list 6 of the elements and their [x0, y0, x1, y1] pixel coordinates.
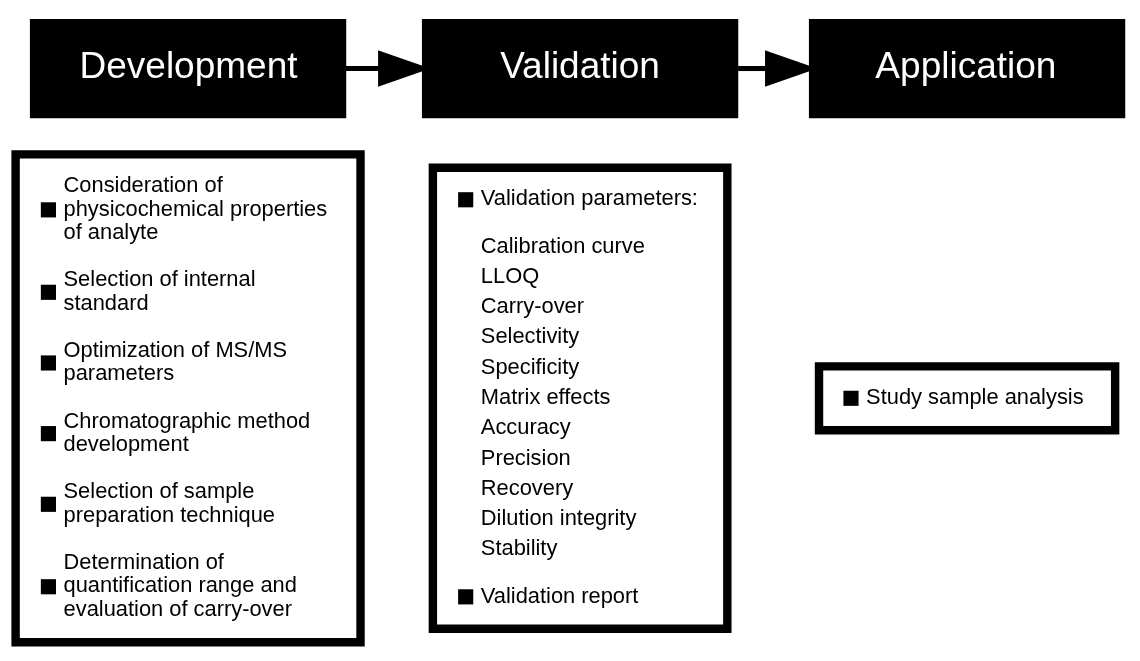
- node-box: Validation: [421, 18, 739, 118]
- node-box: Study sample analysis: [814, 361, 1120, 434]
- node-box: Validation parameters: Calibration curve LLOQ Carry-over Selectivity Specificity Matrix effects Accuracy Precision Recovery Dilution integrity Stability Validation report: [428, 163, 732, 633]
- node-box: Consideration of physicochemical properties of analyte Selection of internal standard Optimization of MS/MS parameters Chromatographic method development Selection of sample preparation technique Determination of quantification range and evaluation of carry-over: [11, 149, 365, 646]
- node-box: Development: [29, 18, 347, 118]
- node-box: Application: [808, 18, 1126, 118]
